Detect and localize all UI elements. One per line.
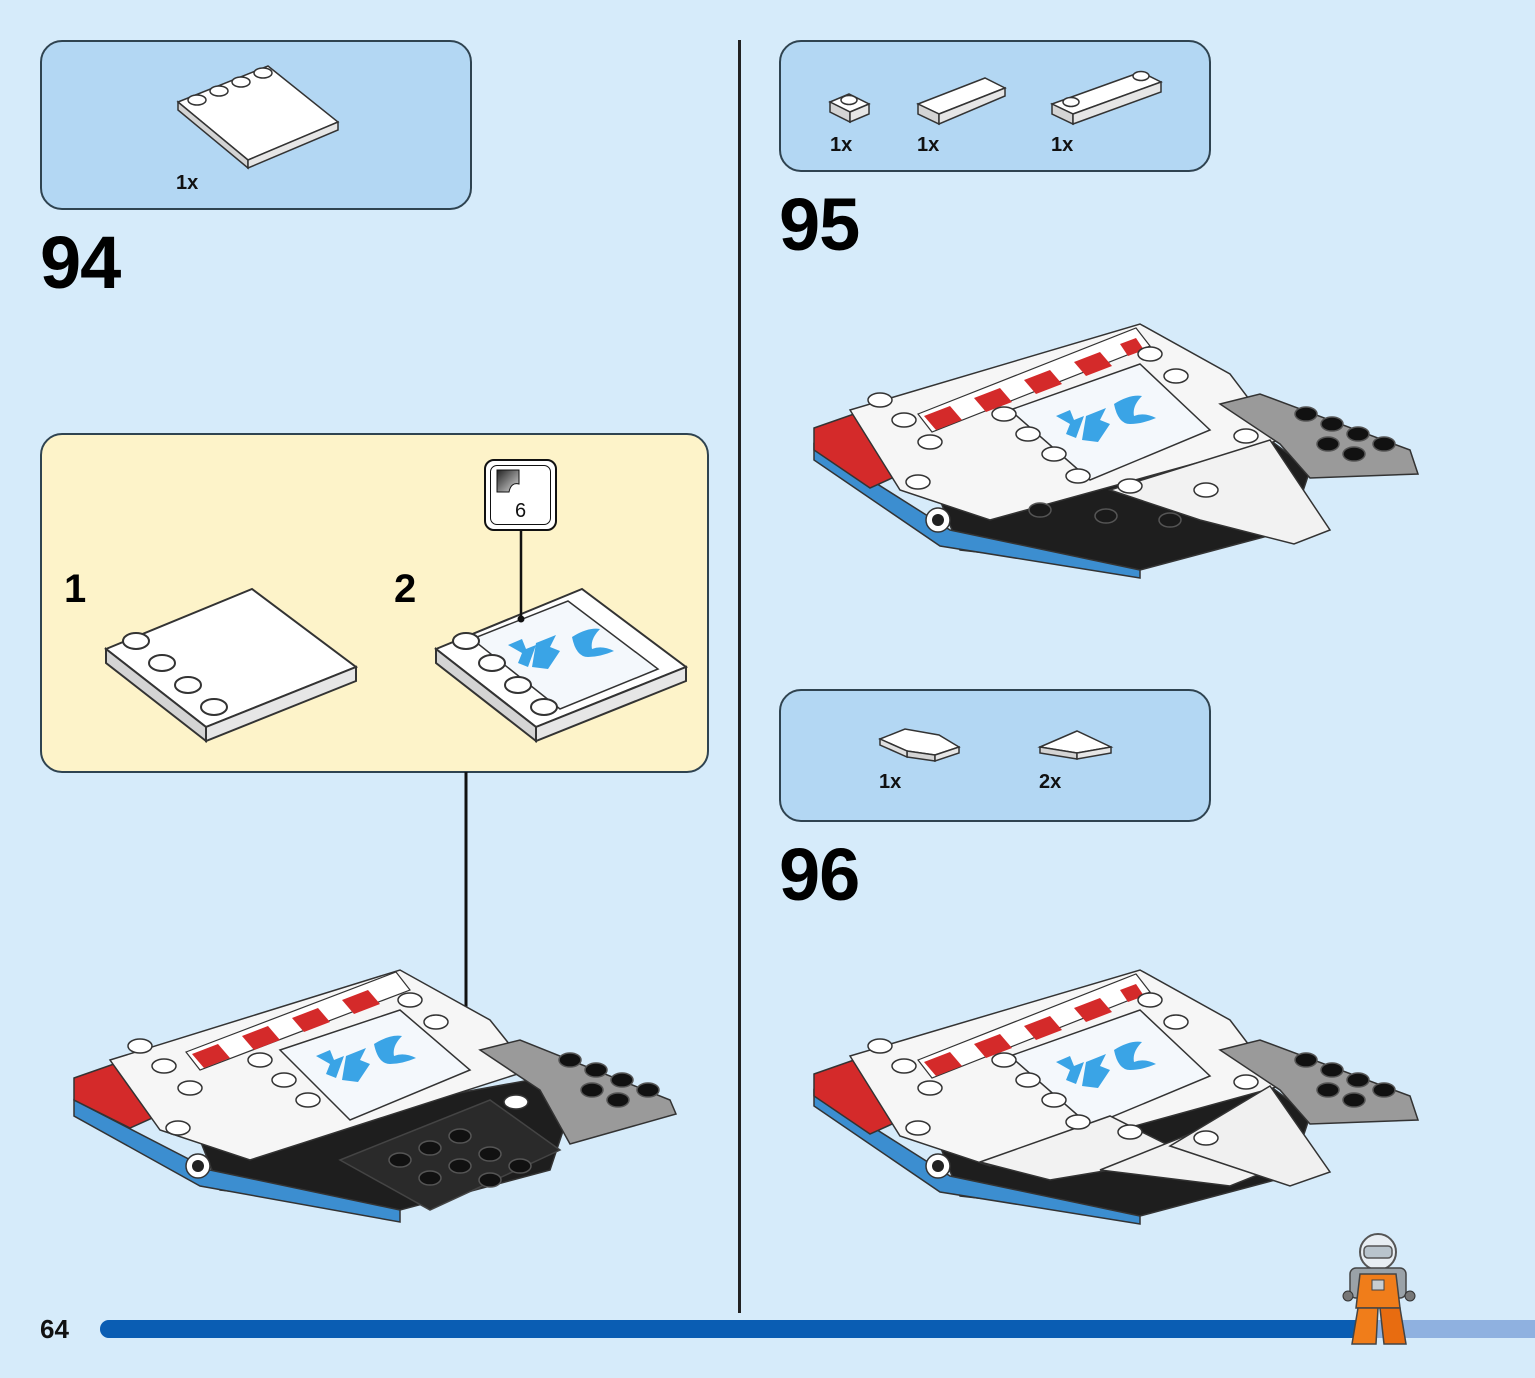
sub-step-number: 1 xyxy=(64,567,87,611)
part-qty: 1x xyxy=(917,134,940,156)
step-number: 94 xyxy=(40,221,121,304)
sticker-number: 6 xyxy=(514,500,527,522)
spaceship-model-step-95-icon xyxy=(813,323,1420,579)
sticker-sheet-icon xyxy=(496,469,520,493)
progress-bar-fill xyxy=(100,1320,1363,1338)
step-number: 96 xyxy=(779,833,860,916)
parts-list-step-95: 1x 1x 1x xyxy=(779,40,1211,172)
sub-step-number: 2 xyxy=(394,567,417,611)
plate-1x6-with-studs-icon xyxy=(1050,70,1163,126)
sticker-leader-line xyxy=(517,529,525,623)
white-tile-4x4-icon xyxy=(104,587,359,744)
sticker-frame xyxy=(490,465,551,525)
sub-assembly-callout: 1 2 xyxy=(40,433,709,773)
spaceship-model-step-96-icon xyxy=(813,969,1420,1225)
page-number: 64 xyxy=(40,1314,69,1344)
slope-tile-icon xyxy=(1037,730,1114,760)
spaceship-model-step-94-icon xyxy=(73,969,678,1223)
wedge-tile-icon xyxy=(878,728,961,763)
tile-4x4-with-studs-icon xyxy=(176,65,340,170)
sticker-indicator: 6 xyxy=(484,459,557,531)
plate-1x1-icon xyxy=(828,93,871,124)
parts-list-step-94: 1x xyxy=(40,40,472,210)
part-qty: 2x xyxy=(1039,771,1062,793)
parts-list-step-96: 1x 2x xyxy=(779,689,1211,822)
tile-1x4-icon xyxy=(916,77,1007,126)
part-qty: 1x xyxy=(1051,134,1074,156)
part-qty: 1x xyxy=(879,771,902,793)
astronaut-minifigure-icon xyxy=(1342,1233,1416,1345)
part-qty: 1x xyxy=(176,172,199,194)
step-number: 95 xyxy=(779,183,860,266)
part-qty: 1x xyxy=(830,134,853,156)
tile-with-xl-15-sticker-icon xyxy=(434,587,689,744)
column-divider xyxy=(738,40,741,1313)
